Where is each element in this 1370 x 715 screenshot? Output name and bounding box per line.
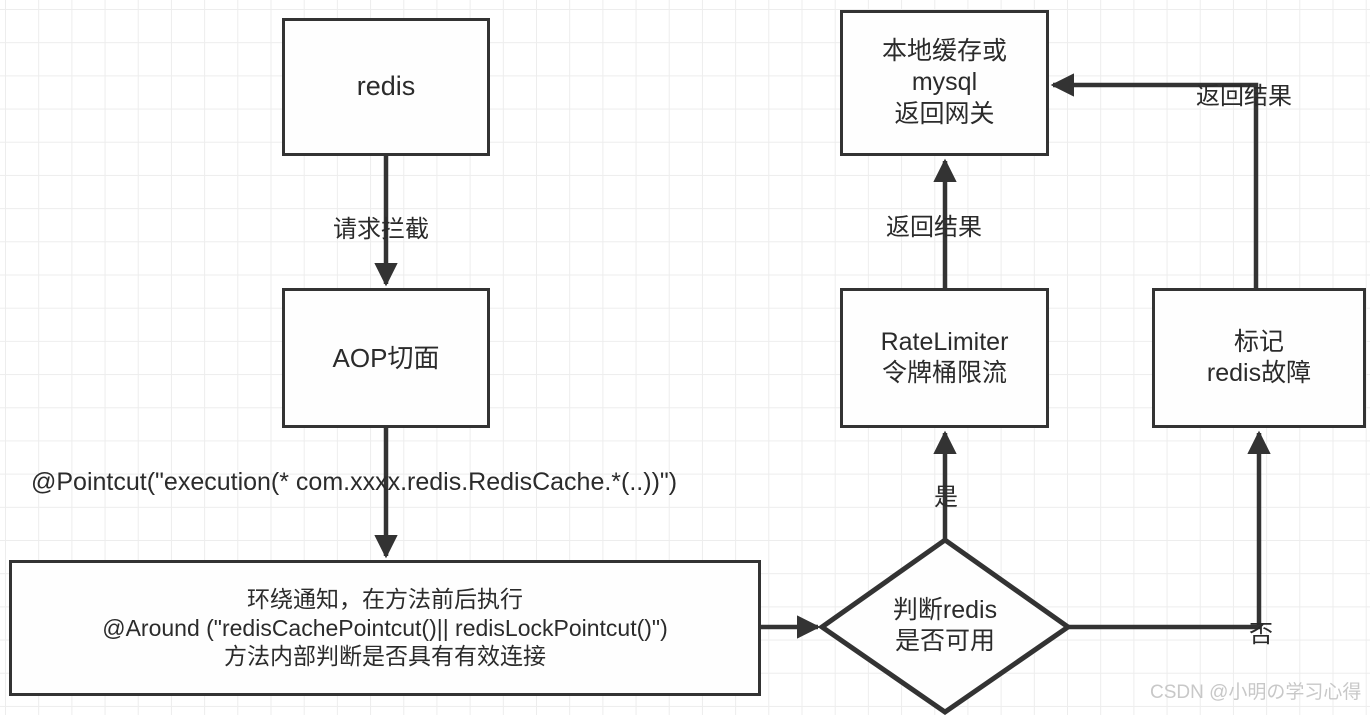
watermark-text: CSDN @小明の学习心得 (1150, 682, 1362, 703)
node-mark-redis-failure-label: 标记 redis故障 (1206, 327, 1312, 387)
node-local-cache-mysql-gateway[interactable]: 本地缓存或 mysql 返回网关 (840, 10, 1049, 156)
node-redis-label: redis (356, 71, 416, 102)
node-around-advice[interactable]: 环绕通知，在方法前后执行 @Around ("redisCachePointcu… (9, 560, 761, 696)
node-ratelimiter[interactable]: RateLimiter 令牌桶限流 (840, 288, 1049, 428)
node-ratelimiter-label: RateLimiter 令牌桶限流 (880, 327, 1009, 387)
node-around-advice-label: 环绕通知，在方法前后执行 @Around ("redisCachePointcu… (102, 585, 668, 670)
edge-decision-no-to-mark (1068, 430, 1271, 630)
node-aop-aspect-label: AOP切面 (332, 342, 440, 373)
edge-label-pointcut-expression: @Pointcut("execution(* com.xxxx.redis.Re… (31, 468, 678, 496)
node-local-cache-mysql-gateway-label: 本地缓存或 mysql 返回网关 (881, 37, 1007, 128)
edge-label-no: 否 (1249, 621, 1273, 648)
edge-label-yes: 是 (934, 484, 958, 511)
edge-label-request-intercept: 请求拦截 (333, 216, 429, 243)
node-aop-aspect[interactable]: AOP切面 (282, 288, 490, 428)
decision-diamond-shape[interactable] (817, 536, 1073, 715)
edge-label-return-result-middle: 返回结果 (886, 214, 982, 241)
node-mark-redis-failure[interactable]: 标记 redis故障 (1152, 288, 1366, 428)
edge-mark-to-gateway (1050, 73, 1259, 288)
edge-label-return-result-top: 返回结果 (1196, 83, 1292, 110)
node-redis[interactable]: redis (282, 18, 490, 156)
